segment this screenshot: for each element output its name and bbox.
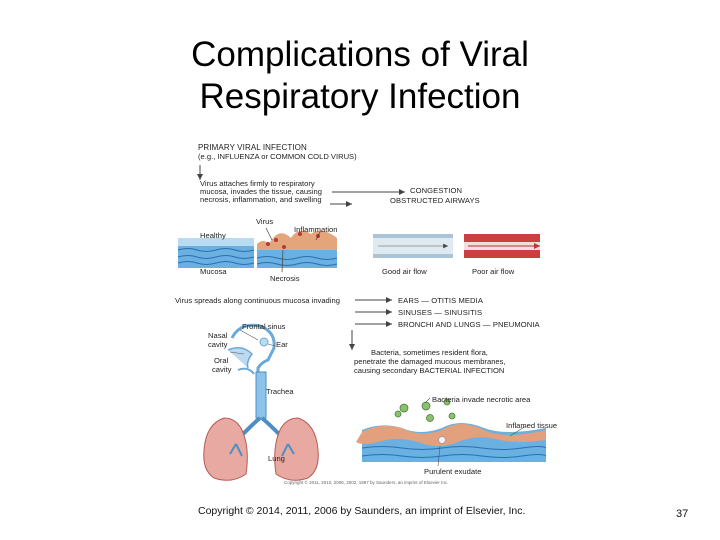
primary-infection-example: (e.g., INFLUENZA or COMMON COLD VIRUS) <box>198 152 357 161</box>
frontal-sinus-label: Frontal sinus <box>242 322 286 331</box>
bacterial-invasion-illustration <box>356 397 547 467</box>
good-air-flow-label: Good air flow <box>382 267 427 276</box>
inflamed-tissue-label: Inflamed tissue <box>506 421 558 430</box>
congestion-label: CONGESTION <box>410 186 463 195</box>
bacteria-text-2: penetrate the damaged mucous membranes, <box>354 357 506 366</box>
oral-label: Oral <box>214 356 229 365</box>
respiratory-tract-illustration <box>203 323 319 481</box>
lung-label: Lung <box>268 454 285 463</box>
good-airflow-tube <box>373 234 453 258</box>
infected-mucosa-illustration <box>256 227 338 273</box>
title-line-2: Respiratory Infection <box>199 77 521 116</box>
healthy-mucosa-illustration <box>177 238 255 268</box>
purulent-exudate-label: Purulent exudate <box>424 467 482 476</box>
slide-title: Complications of Viral Respiratory Infec… <box>100 34 620 118</box>
sinuses-sinusitis-label: SINUSES — SINUSITIS <box>398 308 483 317</box>
inflammation-label: Inflammation <box>294 225 338 234</box>
spread-text: Virus spreads along continuous mucosa in… <box>175 296 340 305</box>
attach-text-3: necrosis, inflammation, and swelling <box>200 195 322 204</box>
title-line-1: Complications of Viral <box>191 35 529 74</box>
bronchi-pneumonia-label: BRONCHI AND LUNGS — PNEUMONIA <box>398 320 540 329</box>
necrosis-label: Necrosis <box>270 274 300 283</box>
poor-air-flow-label: Poor air flow <box>472 267 515 276</box>
bacteria-invade-label: Bacteria invade necrotic area <box>432 395 531 404</box>
nasal-cavity-label: cavity <box>208 340 228 349</box>
figure-credit: Copyright © 2011, 2010, 2006, 2002, 1997… <box>284 480 449 485</box>
bacteria-text-1: Bacteria, sometimes resident flora, <box>371 348 488 357</box>
ears-otitis-label: EARS — OTITIS MEDIA <box>398 296 484 305</box>
ear-label: Ear <box>276 340 288 349</box>
healthy-label: Healthy <box>200 231 226 240</box>
nasal-label: Nasal <box>208 331 228 340</box>
mucosa-label: Mucosa <box>200 267 227 276</box>
obstructed-airways-label: OBSTRUCTED AIRWAYS <box>390 196 480 205</box>
attach-text-2: mucosa, invades the tissue, causing <box>200 187 322 196</box>
attach-text-1: Virus attaches firmly to respiratory <box>200 179 315 188</box>
poor-airflow-tube <box>464 234 540 258</box>
primary-infection-label: PRIMARY VIRAL INFECTION <box>198 143 307 152</box>
copyright-footer: Copyright © 2014, 2011, 2006 by Saunders… <box>198 505 526 517</box>
oral-cavity-label: cavity <box>212 365 232 374</box>
trachea-label: Trachea <box>266 387 294 396</box>
virus-label: Virus <box>256 217 274 226</box>
page-number: 37 <box>676 508 689 520</box>
bacteria-text-3: causing secondary BACTERIAL INFECTION <box>354 366 505 375</box>
